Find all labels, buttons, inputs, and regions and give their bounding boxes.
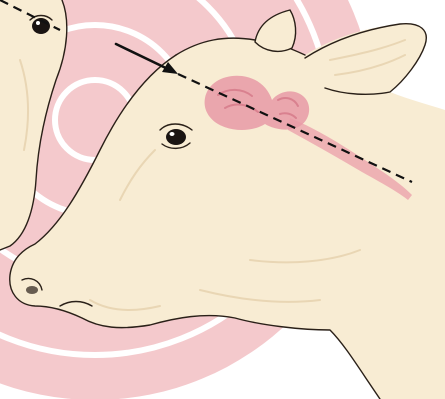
nostril-icon [26,286,38,294]
eye-icon [166,129,186,145]
